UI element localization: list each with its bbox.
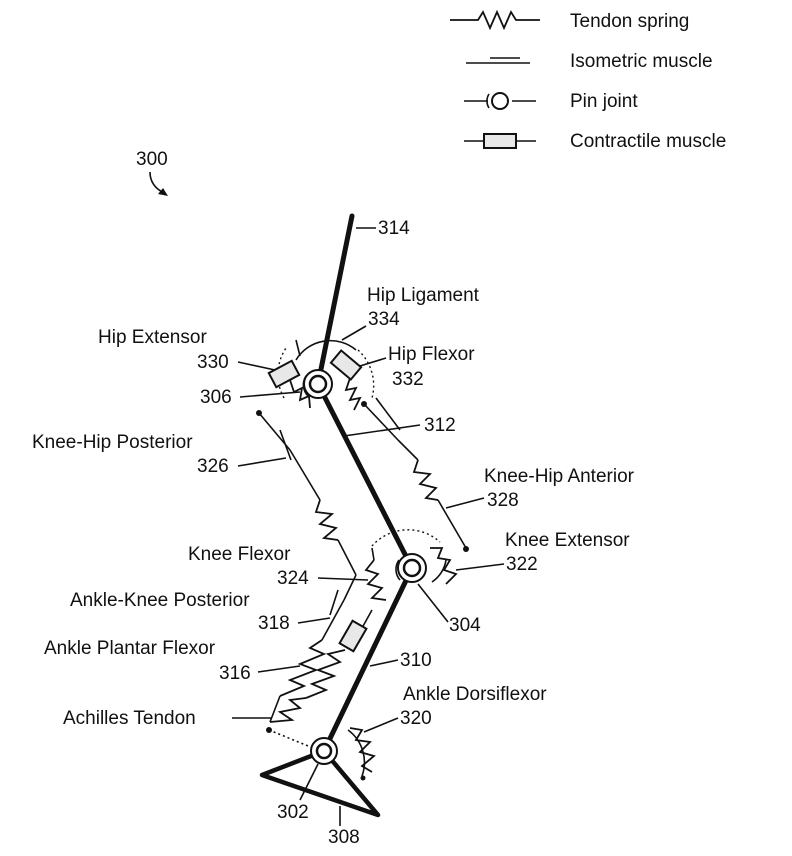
achilles-tendon bbox=[266, 695, 319, 751]
knee-range-arc bbox=[371, 529, 441, 547]
ankle-dorsiflexor-spring bbox=[347, 727, 376, 781]
ankle-plantar-flexor-muscle bbox=[305, 609, 373, 699]
hip-flexor-label: Hip Flexor bbox=[388, 344, 475, 365]
ankle-pin-joint-302 bbox=[310, 737, 338, 765]
ankle-knee-posterior-label: Ankle-Knee Posterior bbox=[70, 590, 250, 611]
ref-302: 302 bbox=[277, 802, 309, 823]
knee-extensor-spring bbox=[430, 547, 458, 585]
ref-306: 306 bbox=[200, 387, 232, 408]
bones bbox=[259, 213, 415, 818]
legend: Tendon spring Isometric muscle Pin joint… bbox=[450, 9, 726, 152]
legend-contractile-muscle-label: Contractile muscle bbox=[570, 131, 726, 152]
ankle-dorsiflexor-label: Ankle Dorsiflexor bbox=[403, 684, 547, 705]
hip-region bbox=[267, 339, 375, 411]
knee-hip-anterior-label: Knee-Hip Anterior bbox=[484, 466, 635, 487]
knee-flexor-spring bbox=[364, 559, 387, 601]
ref-328: 328 bbox=[487, 490, 519, 511]
hip-extensor-muscle bbox=[267, 359, 311, 409]
knee-extensor-label: Knee Extensor bbox=[505, 530, 630, 551]
ref-318: 318 bbox=[258, 613, 290, 634]
legend-contractile-muscle-icon bbox=[464, 133, 536, 149]
ref-320: 320 bbox=[400, 708, 432, 729]
hip-range-arc-right bbox=[357, 349, 375, 399]
ref-326: 326 bbox=[197, 456, 229, 477]
ref-314: 314 bbox=[378, 218, 410, 239]
ankle-plantar-flexor-label: Ankle Plantar Flexor bbox=[44, 638, 216, 659]
legend-isometric-muscle-label: Isometric muscle bbox=[570, 51, 713, 72]
hip-ligament-arc bbox=[295, 339, 357, 361]
hip-flexor-muscle bbox=[329, 349, 363, 411]
hip-pin-joint-306 bbox=[302, 369, 333, 399]
knee-flexor-label: Knee Flexor bbox=[188, 544, 291, 565]
ref-332: 332 bbox=[392, 369, 424, 390]
knee-region bbox=[364, 529, 458, 601]
legend-tendon-spring-label: Tendon spring bbox=[570, 11, 689, 32]
hip-ligament-pin bbox=[295, 339, 301, 357]
knee-pin-joint-304 bbox=[395, 553, 427, 583]
torso-segment-314 bbox=[315, 213, 355, 387]
ref-308: 308 bbox=[328, 827, 360, 848]
legend-pin-joint-label: Pin joint bbox=[570, 91, 638, 112]
knee-hip-posterior-muscle bbox=[256, 410, 357, 576]
labels: 314 Hip Ligament 334 Hip Extensor 330 Hi… bbox=[32, 218, 635, 848]
ref-312: 312 bbox=[424, 415, 456, 436]
shank-segment-310 bbox=[321, 565, 415, 754]
legend-pin-joint-icon bbox=[464, 92, 536, 110]
thigh-segment-312 bbox=[315, 381, 415, 571]
ref-304: 304 bbox=[449, 615, 481, 636]
achilles-tendon-label: Achilles Tendon bbox=[63, 708, 196, 729]
ref-330: 330 bbox=[197, 352, 229, 373]
ref-300: 300 bbox=[136, 149, 168, 170]
ref-310: 310 bbox=[400, 650, 432, 671]
legend-isometric-muscle-icon bbox=[466, 57, 530, 64]
ref-334: 334 bbox=[368, 309, 400, 330]
hip-extensor-label: Hip Extensor bbox=[98, 327, 207, 348]
ref-316: 316 bbox=[219, 663, 251, 684]
ref-324: 324 bbox=[277, 568, 309, 589]
knee-hip-posterior-label: Knee-Hip Posterior bbox=[32, 432, 193, 453]
foot-308 bbox=[259, 748, 381, 818]
knee-hip-anterior-muscle bbox=[361, 397, 469, 552]
ref-300-arrowhead bbox=[158, 188, 168, 196]
ref-322: 322 bbox=[506, 554, 538, 575]
hip-ligament-label: Hip Ligament bbox=[367, 285, 480, 306]
legend-tendon-spring-icon bbox=[450, 9, 540, 31]
